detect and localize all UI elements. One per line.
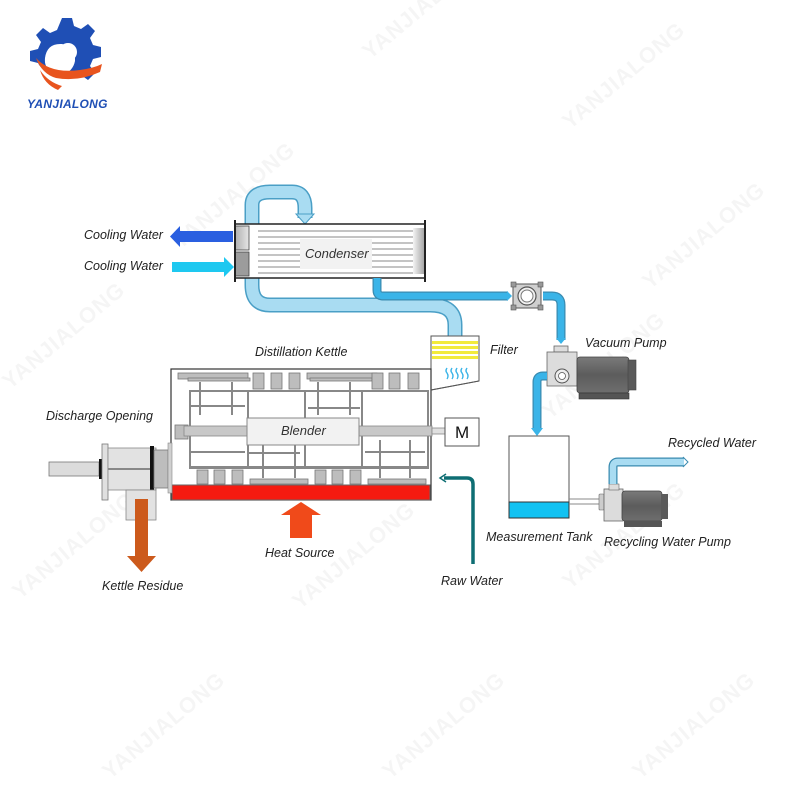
raw-water-pipe — [438, 473, 475, 564]
watermark-text: YANJIALONG — [637, 177, 770, 294]
heat-source-arrow-icon — [281, 502, 321, 538]
discharge-opening — [48, 442, 173, 521]
measurement-tank-label: Measurement Tank — [486, 530, 593, 544]
watermark-text: YANJIALONG — [97, 667, 230, 784]
kettle-residue-label: Kettle Residue — [102, 579, 183, 593]
kettle-residue-arrow-icon — [127, 499, 156, 572]
vacuum-pump — [546, 345, 637, 400]
steam-icon — [445, 367, 469, 380]
recycling-water-pump-label: Recycling Water Pump — [604, 535, 731, 549]
company-logo: YANJIALONG — [27, 18, 108, 111]
cooling-water-out-label: Cooling Water — [84, 228, 164, 242]
raw-water-arrow-icon — [438, 473, 447, 483]
vacuum-pump-label: Vacuum Pump — [585, 336, 667, 350]
cooling-water-in-arrow-icon — [172, 257, 234, 277]
discharge-opening-label: Discharge Opening — [46, 409, 153, 423]
watermark-text: YANJIALONG — [357, 0, 490, 64]
swoosh-icon — [36, 58, 102, 90]
raw-water-label: Raw Water — [441, 574, 503, 588]
filter-label: Filter — [490, 343, 519, 357]
brand-name: YANJIALONG — [27, 97, 108, 111]
condenser: Condenser — [234, 220, 426, 282]
distillation-kettle-label: Distillation Kettle — [255, 345, 347, 359]
heating-element — [171, 484, 431, 501]
watermark-text: YANJIALONG — [627, 667, 760, 784]
distillation-kettle: Blender — [170, 368, 453, 501]
motor-label: M — [455, 423, 469, 442]
cooling-water-out-arrow-icon — [170, 226, 233, 247]
measurement-tank — [508, 435, 600, 519]
condenser-label: Condenser — [305, 246, 369, 261]
recycled-water-pipe — [608, 456, 689, 484]
watermark-text: YANJIALONG — [377, 667, 510, 784]
gear-icon — [30, 18, 101, 80]
watermark-text: YANJIALONG — [557, 17, 690, 134]
valve-icon — [510, 281, 544, 311]
watermark-text: YANJIALONG — [0, 277, 130, 394]
vacuum-to-tank-pipe — [531, 371, 547, 436]
recycling-water-pump — [598, 483, 668, 527]
motor: M — [444, 417, 480, 447]
blender-label: Blender — [281, 423, 326, 438]
condensate-pipe — [372, 278, 566, 344]
recycled-water-arrow-icon — [682, 456, 689, 468]
recycled-water-label: Recycled Water — [668, 436, 757, 450]
cooling-water-in-label: Cooling Water — [84, 259, 164, 273]
vapor-flow-arrow-icon — [294, 213, 316, 225]
heat-source-label: Heat Source — [265, 546, 335, 560]
